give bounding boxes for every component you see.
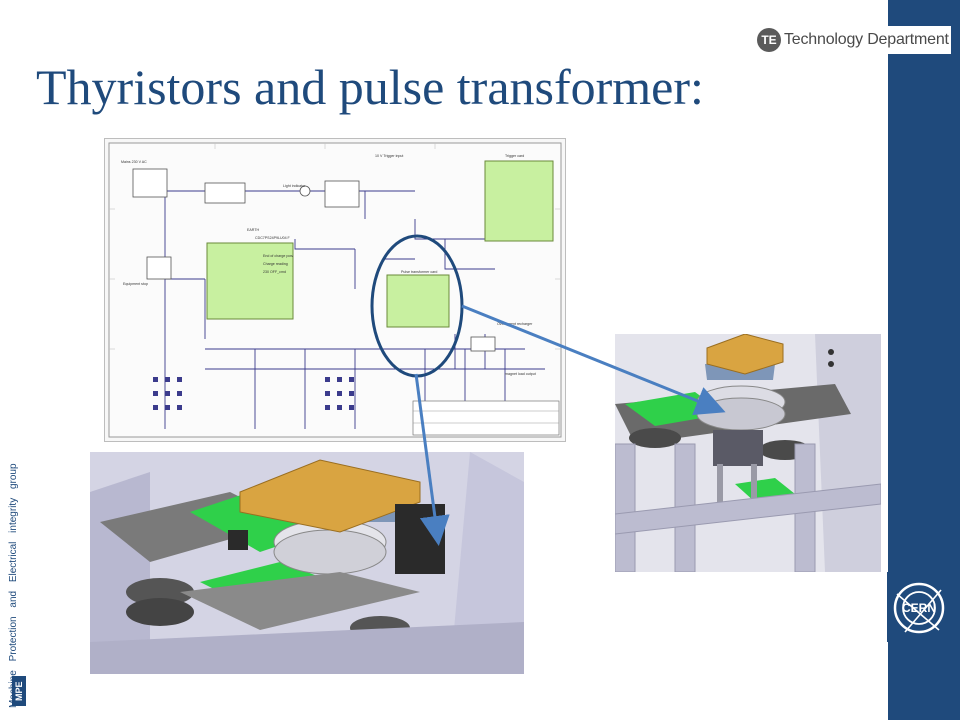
cern-ring-outer [893,582,945,634]
label-trigger-input: 10 V Trigger input [375,154,403,158]
label-overcurrent: Overcurrent recharger [497,322,533,326]
cern-ring-inner [902,591,936,625]
cabinet-screw-2 [828,361,834,367]
disc-stack-lower [696,397,786,431]
label-end-of-charge: End of charge pow [263,254,293,258]
capacitor-charger-block [206,242,294,320]
electrical-schematic: 10 V Trigger input Trigger card Pulse tr… [104,138,566,442]
pulse-transformer-core [713,430,763,466]
frame-base-rail [90,622,524,674]
cabinet-screw-1 [828,349,834,355]
disc-spring-left-upper [126,578,194,606]
label-pulse-transformer-card: Pulse transformer card [401,270,437,274]
label-capacitor-charger: CDC7PS24P9LU04 F [255,236,291,240]
group-caption: Machine Protection and Electrical integr… [8,463,19,708]
rod-left [717,464,723,504]
label-charge-cmd: 230 OFF_cmd [263,270,286,274]
contactor-block [204,182,246,204]
black-connector [228,530,248,550]
cern-cross-lines [896,589,942,633]
filter-block [470,336,496,352]
pulse-transformer-block [395,504,445,574]
label-light-indicator: Light indicator [283,184,306,188]
thyristor-disc-stack-lower [273,529,387,575]
thyristor-assembly-render [90,452,524,674]
label-main-supply: Mains 230 V AC [121,160,147,164]
circuit-breaker-block [132,168,168,198]
light-indicator-symbol [299,185,311,197]
te-badge-icon: TE [757,28,781,52]
cern-logo-text: CERN [902,601,936,615]
te-department-logo: TE Technology Department [757,26,951,54]
pulse-transformer-render [615,334,881,572]
label-charge-reading: Charge reading [263,262,288,266]
disc-spring-left-lower [126,598,194,626]
cabinet-side-panel [815,334,881,572]
frame-right-panel [450,452,524,674]
spring-left [629,428,681,448]
schematic-title-block [412,400,560,436]
te-logo-text: Technology Department [784,31,949,48]
heatsink-plate-bottom [180,572,420,630]
slide-title: Thyristors and pulse transformer: [36,59,704,115]
cern-logo: CERN [887,572,951,642]
rod-right [751,464,757,504]
mpe-badge: MPE [12,676,26,706]
equipment-stop-block [146,256,172,280]
trigger-card-block [484,160,554,242]
label-trigger-card: Trigger card [505,154,524,158]
relay-block [324,180,360,208]
pulse-transformer-card-block [386,274,450,328]
support-frame [615,443,881,572]
label-magnet-load: magnet load output [505,372,536,376]
label-earth: EARTH [247,228,260,232]
thyristor-bridge-symbols [153,377,354,410]
label-equipment-stop: Equipment stop [123,282,148,286]
